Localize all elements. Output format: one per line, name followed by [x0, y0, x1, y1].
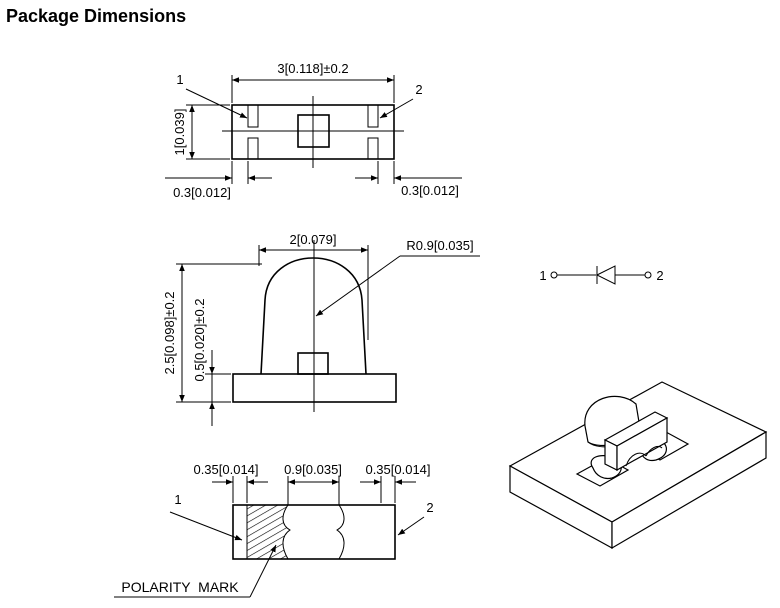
polarity-mark-leader — [249, 544, 277, 598]
iso-chip-side — [616, 416, 668, 472]
diode-triangle — [595, 265, 616, 285]
diode-schematic: 1 2 — [539, 265, 664, 285]
side-view: 2[0.079] R0.9[0.035] 2.5[0.098]±0.2 0.5[… — [162, 232, 480, 426]
top-right-pad-upper — [367, 104, 379, 128]
bottom-view-body — [232, 504, 396, 560]
schematic-pin1-terminal — [550, 271, 558, 279]
bottom-pin1-leader — [169, 511, 243, 541]
total-height-label: 2.5[0.098]±0.2 — [162, 291, 177, 374]
top-pin1-leader — [185, 88, 248, 119]
side-view-lens — [260, 257, 367, 375]
bottom-pin1-label: 1 — [174, 492, 181, 507]
top-width-label: 3[0.118]±0.2 — [277, 61, 348, 76]
iso-chip-front — [604, 439, 618, 471]
page-title: Package Dimensions — [6, 6, 187, 26]
schematic-pin2-label: 2 — [656, 268, 663, 283]
top-left-pad-upper — [247, 104, 259, 128]
iso-body-side — [611, 430, 767, 550]
top-pin2-label: 2 — [415, 82, 422, 97]
top-view-chip — [297, 114, 330, 148]
bottom-pin2-leader — [397, 516, 425, 536]
bottom-dim-left-label: 0.35[0.014] — [193, 462, 258, 477]
top-height-label: 1[0.039] — [172, 109, 187, 156]
isometric-view — [508, 381, 768, 550]
bottom-view: 0.35[0.014] 0.9[0.035] 0.35[0.014] 1 2 P… — [114, 462, 434, 598]
top-pad-left-label: 0.3[0.012] — [173, 185, 231, 200]
top-left-pad-lower — [247, 137, 259, 160]
radius-label: R0.9[0.035] — [406, 238, 473, 253]
side-view-chip — [297, 352, 329, 375]
top-right-pad-lower — [367, 137, 379, 160]
top-pad-right-label: 0.3[0.012] — [401, 183, 459, 198]
top-pin1-label: 1 — [176, 72, 183, 87]
lens-width-label: 2[0.079] — [290, 232, 337, 247]
polarity-mark-label: POLARITY MARK — [121, 579, 239, 595]
polarity-mark-hatch — [247, 505, 290, 559]
bottom-pin2-label: 2 — [426, 500, 433, 515]
base-height-label: 0.5[0.020]±0.2 — [192, 298, 207, 381]
top-view: 3[0.118]±0.2 1[0.039] 0.3[0.012] 0.3[0.0… — [165, 61, 462, 200]
schematic-pin1-label: 1 — [539, 268, 546, 283]
bottom-dim-right-label: 0.35[0.014] — [365, 462, 430, 477]
schematic-pin2-terminal — [644, 271, 652, 279]
radius-leader — [315, 255, 401, 317]
top-pin2-leader — [379, 98, 414, 119]
bottom-dim-center-label: 0.9[0.035] — [284, 462, 342, 477]
